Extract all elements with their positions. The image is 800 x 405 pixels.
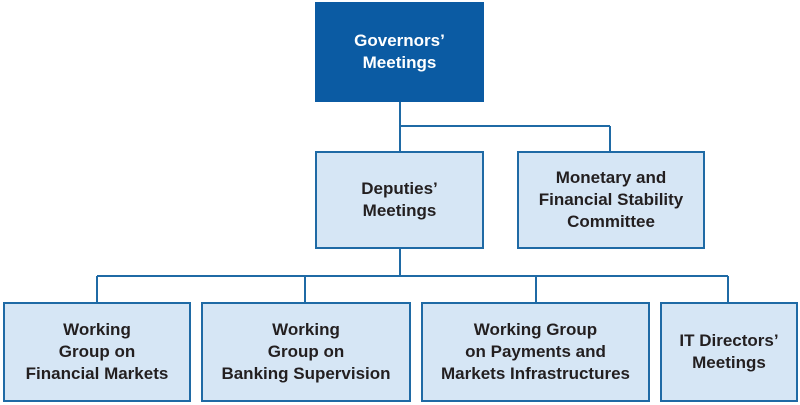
node-deputies-meetings: Deputies’ Meetings [315, 151, 484, 249]
node-wg-banking-supervision: Working Group on Banking Supervision [201, 302, 411, 402]
node-monetary-financial-stability-committee: Monetary and Financial Stability Committ… [517, 151, 705, 249]
node-it-directors-meetings: IT Directors’ Meetings [660, 302, 798, 402]
node-wg-financial-markets: Working Group on Financial Markets [3, 302, 191, 402]
node-governors-meetings: Governors’ Meetings [315, 2, 484, 102]
node-wg-payments-markets-infrastructures: Working Group on Payments and Markets In… [421, 302, 650, 402]
